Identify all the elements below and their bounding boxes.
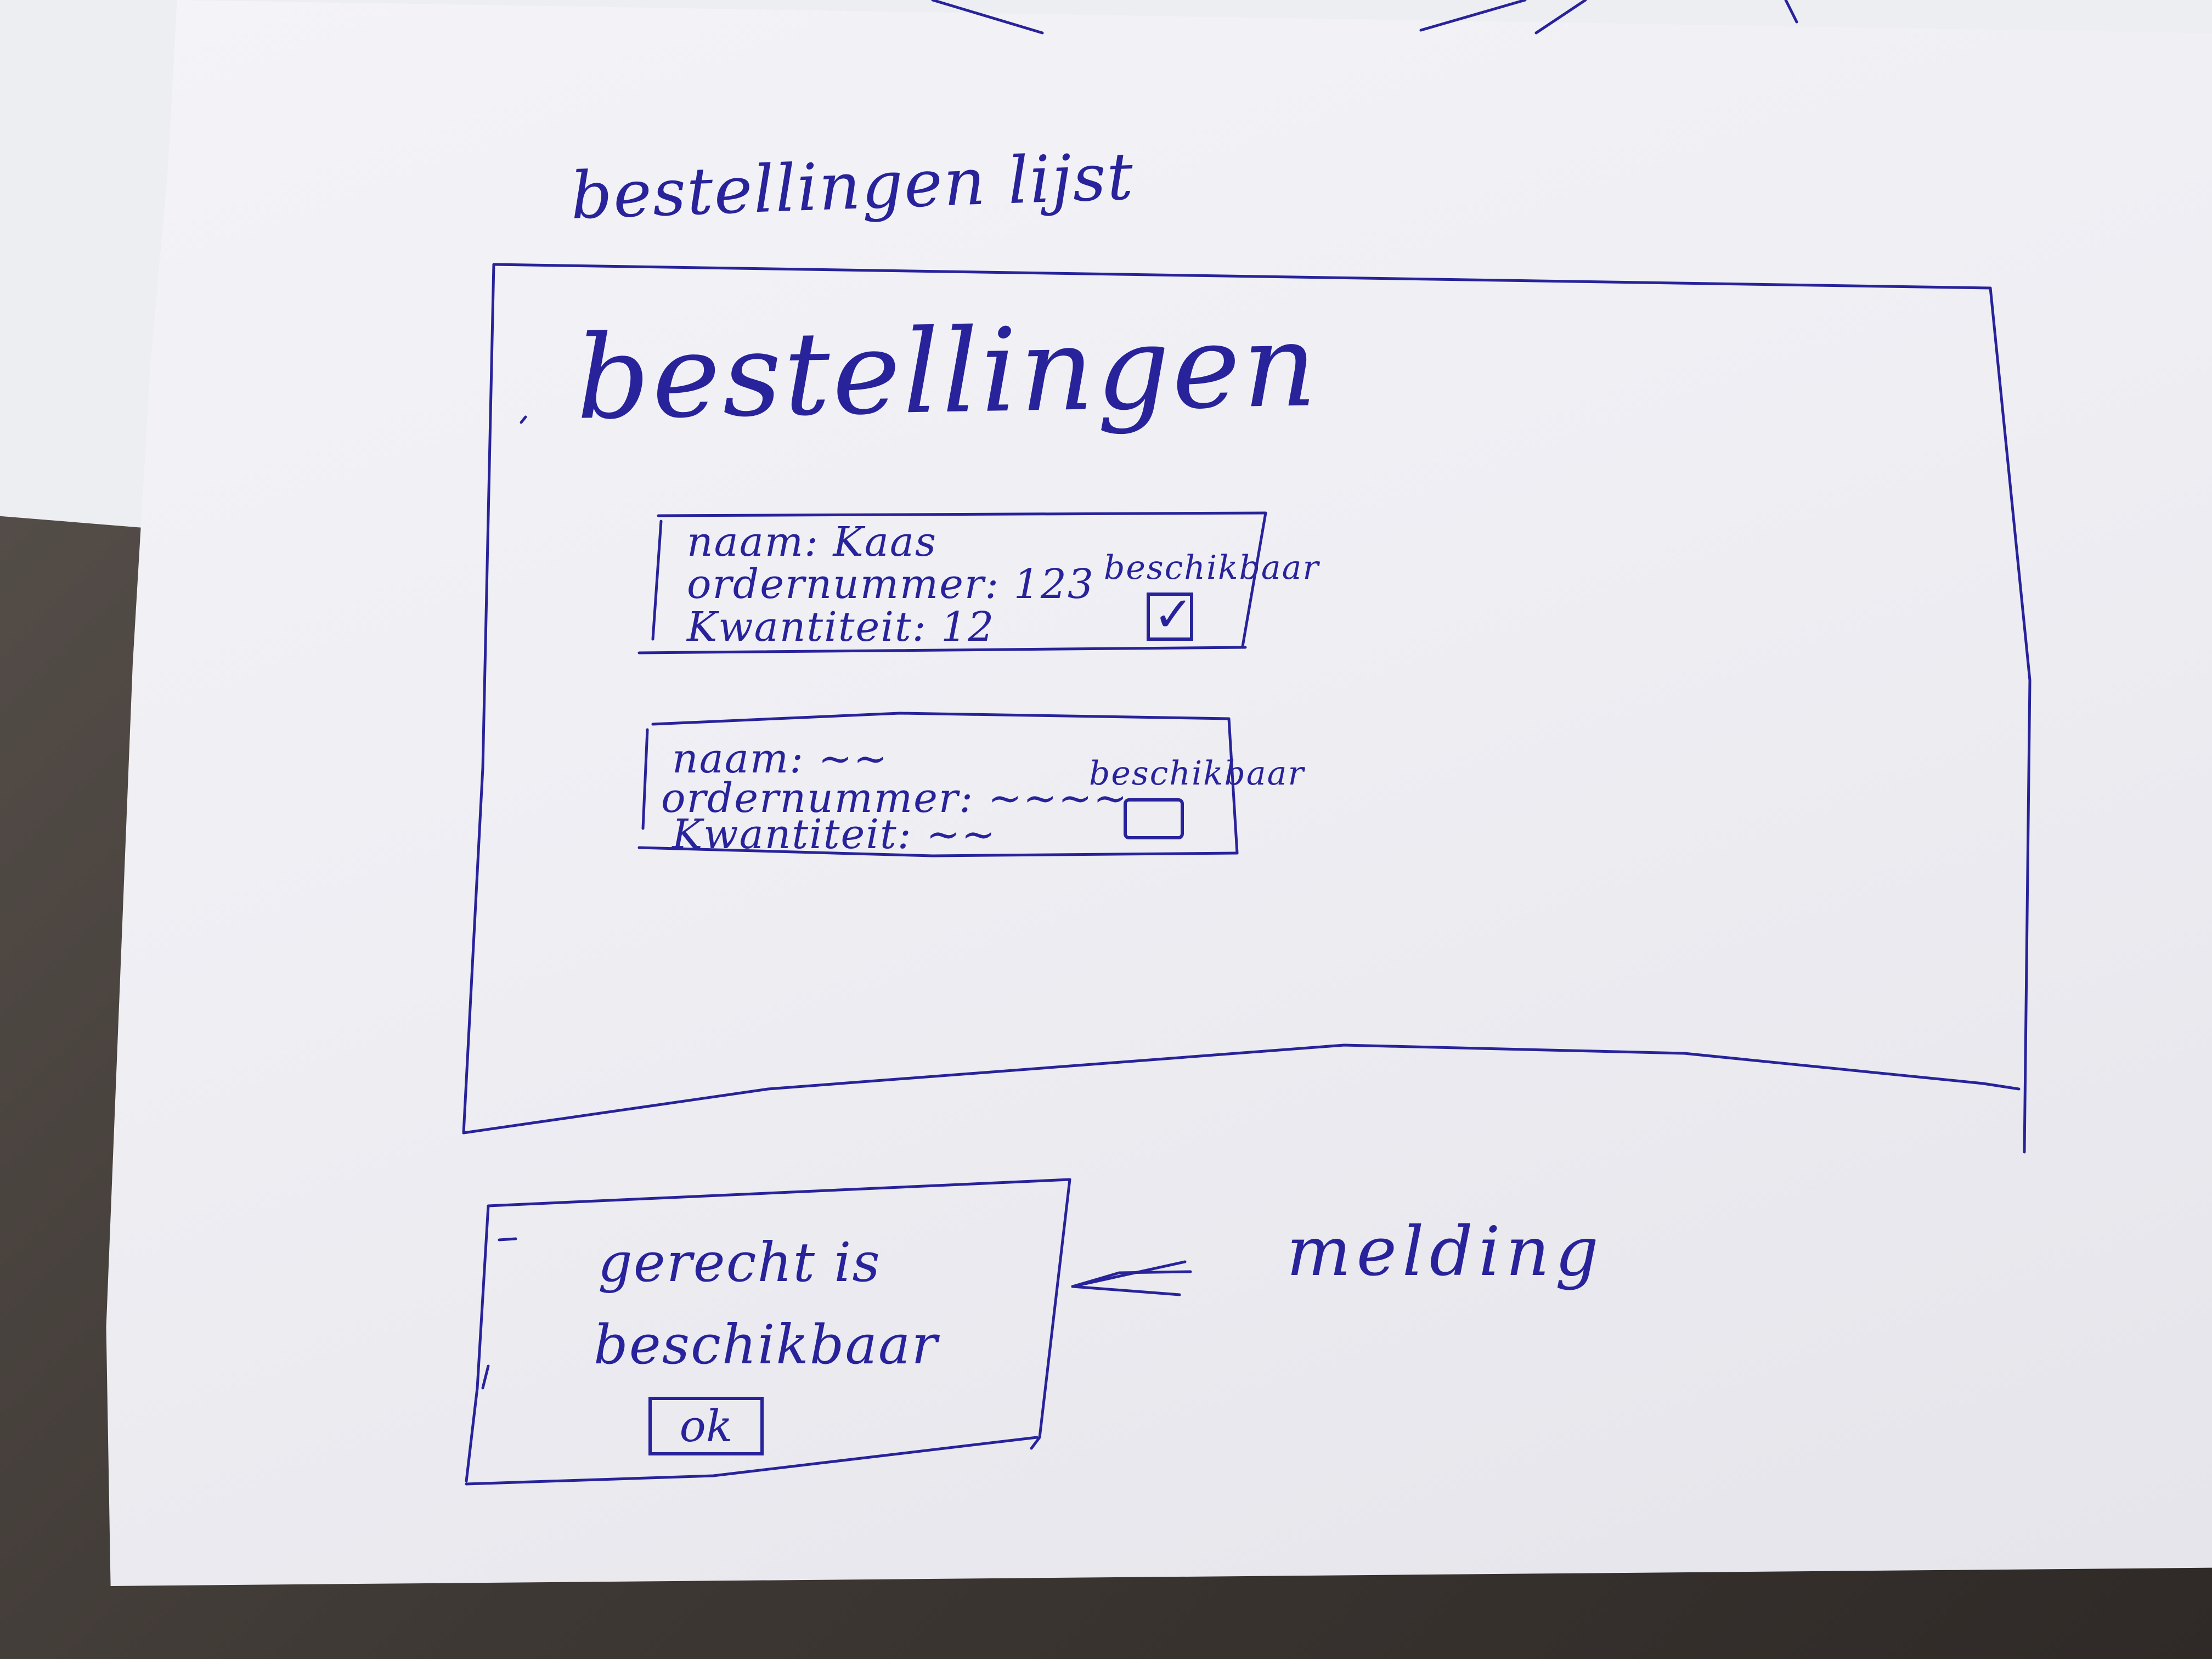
arrow-left-icon-shaft <box>1071 1270 1192 1288</box>
window-title: bestellingen <box>574 298 1320 445</box>
checkmark-icon: ✓ <box>1153 586 1194 642</box>
window-frame-top-right <box>492 263 2032 1154</box>
alert-box-bottom <box>465 1436 1039 1486</box>
alert-box-top-right <box>487 1178 1071 1450</box>
order-2-availability-checkbox[interactable] <box>1124 798 1184 839</box>
order-2-quantity: Kwantiteit: ~~ <box>672 811 997 858</box>
alert-message-line-1: gerecht is <box>598 1232 881 1294</box>
background-scribble <box>1534 0 1587 35</box>
order-card-1-bottom-edge <box>637 646 1247 654</box>
alert-box-left <box>465 1204 490 1483</box>
ink-mark <box>481 1364 490 1390</box>
order-card-1-left-edge <box>651 520 663 641</box>
order-1-quantity: Kwantiteit: 12 <box>687 603 995 651</box>
ok-button[interactable]: ok <box>648 1397 764 1455</box>
ink-mark <box>520 415 527 424</box>
order-1-name: naam: Kaas <box>687 518 938 566</box>
order-card-1-right-edge <box>1241 511 1267 648</box>
background-scribble <box>1784 0 1798 24</box>
background-scribble <box>1419 0 1527 32</box>
order-2-availability-label: beschikbaar <box>1089 754 1305 793</box>
order-1-order-number: ordernummer: 123 <box>687 561 1094 608</box>
order-1-availability-label: beschikbaar <box>1104 549 1320 587</box>
order-1-availability-checkbox[interactable]: ✓ <box>1147 586 1194 642</box>
order-2-order-number: ordernummer: ~~~~ <box>661 775 1128 822</box>
order-card-2-top-right-edge <box>651 712 1239 855</box>
alert-annotation: melding <box>1286 1212 1604 1291</box>
window-frame-bottom <box>462 1043 2021 1135</box>
alert-message-line-2: beschikbaar <box>594 1314 939 1376</box>
arrow-left-icon <box>1071 1260 1187 1296</box>
order-card-2-bottom-edge <box>637 846 1239 857</box>
order-card-1-top-edge <box>657 511 1267 517</box>
order-card-2-left-edge <box>641 728 649 830</box>
window-frame-left <box>462 263 495 1135</box>
background-scribble <box>931 0 1044 35</box>
ink-mark <box>498 1237 517 1242</box>
order-2-name: naam: ~~ <box>672 735 889 782</box>
